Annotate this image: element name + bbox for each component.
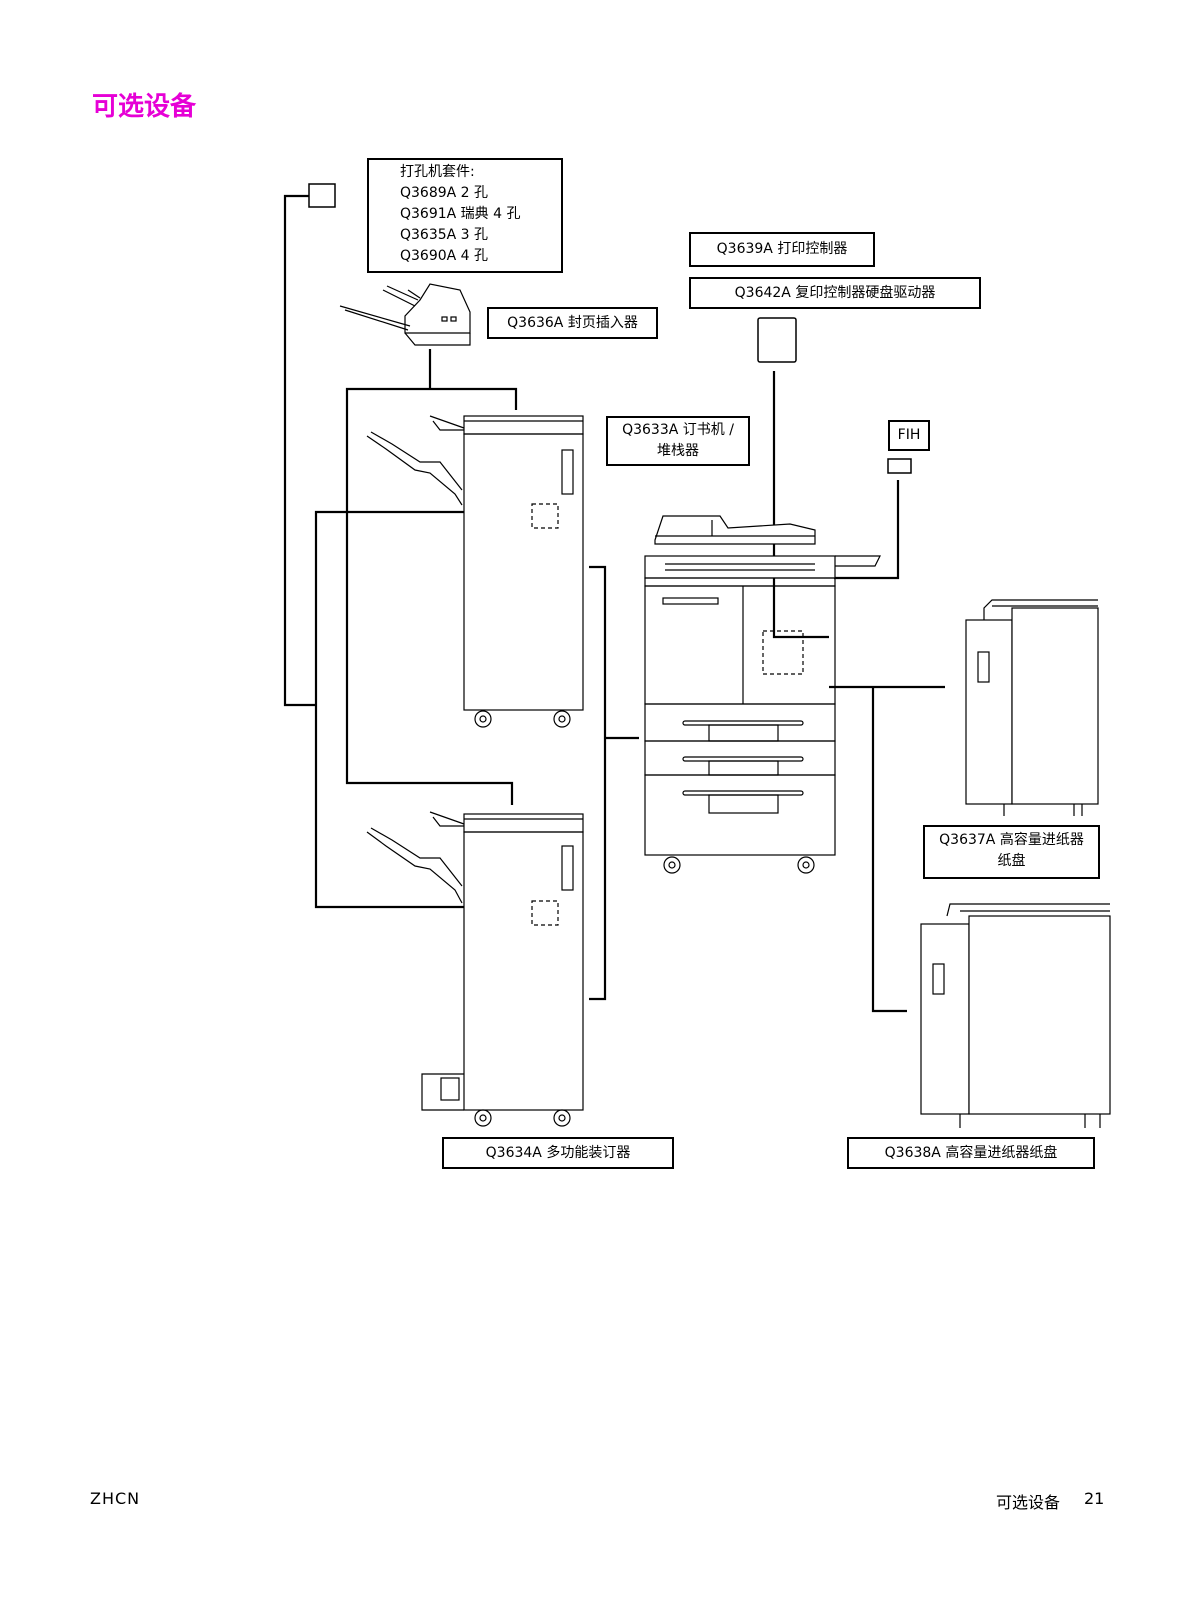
fih-label: FIH	[888, 420, 930, 451]
cover-inserter-label: Q3636A 封页插入器	[487, 307, 658, 339]
stapler-stacker-line: Q3633A 订书机 /	[622, 422, 734, 438]
multifunction-finisher-label: Q3634A 多功能装订器	[442, 1137, 674, 1169]
hci-tray-line: Q3637A 高容量进纸器	[939, 832, 1084, 848]
multifunction-finisher-drawing	[366, 811, 584, 1127]
footer-section: 可选设备	[996, 1493, 1061, 1512]
hole-punch-item: Q3691A 瑞典 4 孔	[400, 206, 521, 222]
page-title: 可选设备	[92, 92, 197, 122]
cover-inserter-text: Q3636A 封页插入器	[507, 315, 638, 331]
hole-punch-item: Q3689A 2 孔	[400, 185, 489, 201]
stapler-stacker-label: Q3633A 订书机 / 堆栈器	[606, 416, 750, 466]
hci-tray-lower-drawing	[920, 903, 1111, 1128]
stapler-stacker-drawing	[366, 415, 584, 728]
hci-tray-label: Q3637A 高容量进纸器 纸盘	[923, 825, 1100, 879]
hci-tray-upper-drawing	[965, 599, 1099, 816]
fih-text: FIH	[897, 427, 921, 443]
fih-icon	[887, 458, 912, 474]
hole-punch-item: Q3690A 4 孔	[400, 248, 489, 264]
hole-punch-icon	[308, 183, 336, 208]
cover-inserter-drawing	[339, 283, 471, 346]
footer-locale: ZHCN	[90, 1489, 141, 1508]
print-controller-label: Q3639A 打印控制器	[689, 232, 875, 267]
hard-disk-icon	[757, 317, 797, 363]
hci-tray-line: 纸盘	[997, 853, 1026, 869]
multifunction-finisher-text: Q3634A 多功能装订器	[485, 1145, 631, 1161]
connector-lines	[283, 194, 945, 1013]
stapler-stacker-line: 堆栈器	[657, 443, 699, 459]
hci-tray-2-label: Q3638A 高容量进纸器纸盘	[847, 1137, 1095, 1169]
copy-hdd-label: Q3642A 复印控制器硬盘驱动器	[689, 277, 981, 309]
copy-hdd-text: Q3642A 复印控制器硬盘驱动器	[734, 285, 936, 301]
hole-punch-kit-label: 打孔机套件: Q3689A 2 孔 Q3691A 瑞典 4 孔 Q3635A 3…	[367, 158, 563, 273]
hole-punch-kit-title: 打孔机套件:	[400, 164, 475, 180]
footer-page-number: 21	[1084, 1489, 1105, 1508]
hci-tray-2-text: Q3638A 高容量进纸器纸盘	[884, 1145, 1058, 1161]
print-controller-text: Q3639A 打印控制器	[716, 241, 848, 257]
copier-main-unit-drawing	[644, 515, 881, 874]
hole-punch-item: Q3635A 3 孔	[400, 227, 489, 243]
